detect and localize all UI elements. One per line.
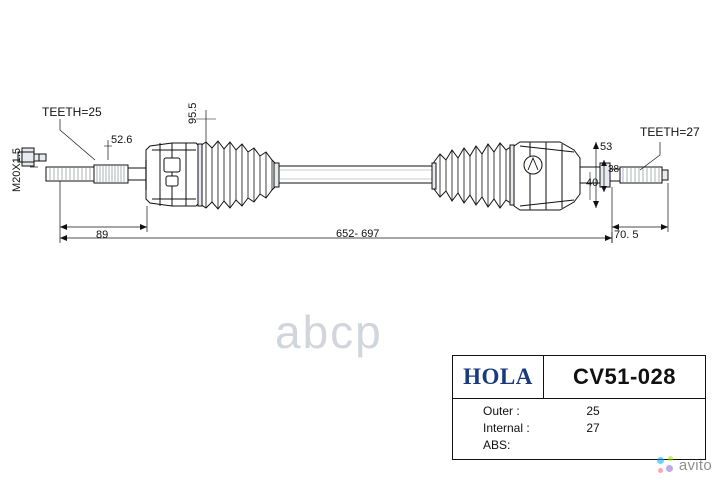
left-spline-assembly — [17, 147, 147, 184]
part-number: CV51-028 — [572, 364, 677, 389]
spec-label-abs: ABS: — [483, 438, 511, 452]
label-dimension-652-697: 652- 697 — [336, 228, 379, 240]
avito-label: avito — [678, 456, 712, 474]
main-shaft — [278, 165, 435, 184]
label-diameter-52-6: 52.6 — [111, 134, 132, 146]
spec-row-outer: Outer : 25 — [453, 403, 705, 420]
label-teeth-right: TEETH=27 — [640, 125, 700, 139]
label-dimension-40: 40 — [586, 177, 598, 189]
label-dimension-38: 38 — [608, 164, 620, 175]
outer-boot — [197, 140, 280, 210]
label-thread-m20x15: M20X1.5 — [11, 148, 23, 192]
spec-row-internal: Internal : 27 — [453, 420, 705, 437]
spec-value-internal: 27 — [586, 421, 600, 435]
watermark-abcp: abcp — [275, 306, 383, 358]
spec-row-abs: ABS: — [453, 437, 705, 454]
label-dimension-70-5: 70. 5 — [614, 229, 638, 241]
info-box-header: HOLA CV51-028 — [453, 356, 705, 399]
brand-logo-hola: HOLA — [463, 364, 533, 389]
outer-cv-joint — [145, 142, 201, 207]
avito-logo-icon — [656, 456, 675, 474]
spec-list: Outer : 25 Internal : 27 ABS: — [453, 399, 705, 454]
part-info-box: HOLA CV51-028 Outer : 25 Internal : 27 A… — [452, 355, 706, 460]
inner-tripod-housing — [513, 141, 669, 211]
avito-watermark: avito — [656, 456, 712, 474]
label-dimension-53: 53 — [600, 141, 612, 153]
spec-value-abs — [563, 437, 623, 454]
brand-cell: HOLA — [453, 356, 544, 398]
inner-boot — [431, 142, 515, 209]
spec-value-outer: 25 — [586, 404, 600, 418]
dimension-lines — [30, 110, 669, 243]
spec-label-internal: Internal : — [483, 421, 530, 435]
part-number-cell: CV51-028 — [544, 356, 705, 398]
label-teeth-left: TEETH=25 — [42, 105, 102, 119]
spec-label-outer: Outer : — [483, 404, 520, 418]
label-diameter-95-5: 95.5 — [187, 103, 199, 124]
label-dimension-89: 89 — [96, 229, 108, 241]
